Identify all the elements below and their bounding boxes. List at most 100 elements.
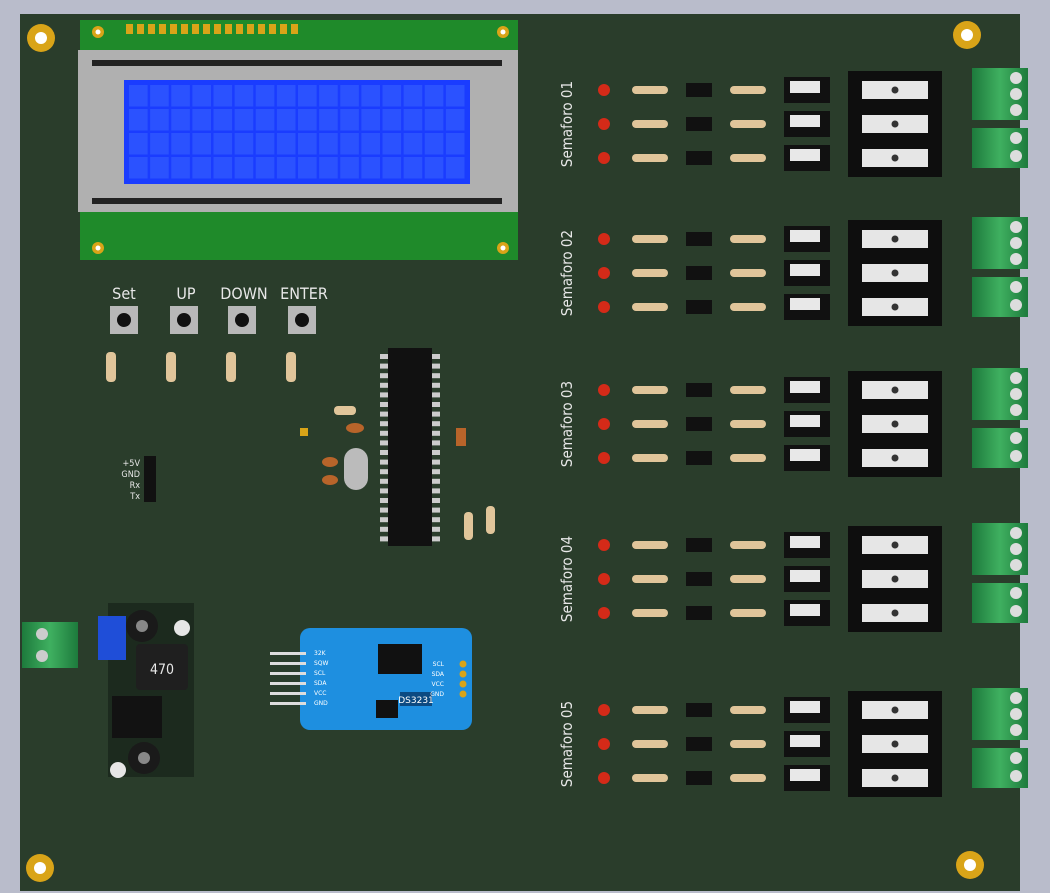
lcd-cell: [171, 157, 190, 179]
lcd-cell: [255, 157, 275, 179]
lcd-cell: [361, 133, 380, 155]
lcd-cell: [234, 85, 254, 107]
lcd-cell: [424, 157, 444, 179]
rtc-right-pin-label: VCC: [432, 681, 444, 688]
button-enter[interactable]: ENTER: [280, 284, 328, 334]
lcd-pin-header: [126, 24, 298, 34]
lcd-cell: [340, 133, 359, 155]
lcd-cell: [298, 133, 317, 155]
rtc-left-pin-label: SQW: [314, 660, 329, 667]
lcd-cell: [319, 109, 338, 131]
lcd-cell: [276, 109, 296, 131]
lcd-cell: [361, 109, 380, 131]
power-input-terminal: [22, 622, 78, 668]
lcd-module: [78, 20, 518, 260]
led-indicator: [598, 539, 610, 551]
semaforo-block: Semaforo 01: [558, 68, 1028, 177]
lcd-cell: [129, 157, 148, 179]
button-down[interactable]: DOWN: [220, 284, 268, 334]
lcd-cell: [192, 109, 211, 131]
rtc-left-pin-label: 32K: [314, 650, 327, 657]
lcd-cell: [403, 109, 423, 131]
lcd-cell: [298, 157, 317, 179]
lcd-cell: [129, 85, 148, 107]
button-resistors: [106, 352, 296, 382]
button-set[interactable]: Set: [110, 284, 138, 334]
lcd-cell: [255, 85, 275, 107]
mounting-hole-bottom-right: [956, 851, 984, 879]
dc-dc-regulator-module: 470: [98, 603, 194, 778]
semaforo-label: Semaforo 05: [558, 701, 576, 787]
mounting-hole-top-right: [953, 21, 981, 49]
header-pin-tx: Tx: [129, 492, 140, 502]
lcd-cell: [276, 133, 296, 155]
lcd-cell: [234, 133, 254, 155]
lcd-cell: [382, 157, 402, 179]
lcd-cell: [403, 85, 423, 107]
rtc-left-pin-label: VCC: [314, 690, 326, 697]
inductor-label: 470: [150, 662, 174, 678]
lcd-cell: [424, 109, 444, 131]
semaforo-section: Semaforo 01 Semaforo 02 Semaforo 03 Semafor…: [558, 68, 1028, 797]
lcd-cell: [445, 133, 465, 155]
button-set-label: Set: [112, 284, 136, 303]
lcd-cell: [129, 133, 148, 155]
rtc-chip-label-bg: [400, 692, 432, 706]
rtc-right-pin-label: GND: [430, 691, 444, 698]
lcd-cell: [276, 85, 296, 107]
rtc-right-pin-label: SDA: [432, 671, 445, 678]
semaforo-block: Semaforo 05: [558, 688, 1028, 797]
button-down-label: DOWN: [220, 284, 267, 303]
small-passives: [300, 406, 495, 540]
lcd-cell: [403, 157, 423, 179]
header-pin-5v: +5V: [123, 459, 141, 469]
rtc-left-pin-label: SCL: [314, 670, 326, 677]
lcd-cell: [129, 109, 148, 131]
microcontroller-dip40: [380, 348, 440, 546]
led-indicator: [598, 607, 610, 619]
lcd-cell: [319, 85, 338, 107]
rtc-right-pin-label: SCL: [433, 661, 445, 668]
lcd-cell: [213, 133, 233, 155]
button-up[interactable]: UP: [170, 284, 198, 334]
lcd-cell: [340, 157, 359, 179]
lcd-cell: [255, 109, 275, 131]
lcd-cell: [382, 109, 402, 131]
led-indicator: [598, 452, 610, 464]
lcd-cell: [213, 85, 233, 107]
header-pin-gnd: GND: [121, 470, 140, 480]
lcd-cell: [171, 85, 190, 107]
lcd-cell: [234, 157, 254, 179]
rtc-left-pin-label: SDA: [314, 680, 327, 687]
lcd-cell: [171, 109, 190, 131]
led-indicator: [598, 233, 610, 245]
lcd-cell: [150, 85, 169, 107]
serial-header: +5V GND Rx Tx: [121, 456, 156, 502]
lcd-cell: [213, 157, 233, 179]
lcd-cell: [424, 133, 444, 155]
lcd-cell: [445, 85, 465, 107]
lcd-cell: [150, 133, 169, 155]
lcd-cell: [150, 157, 169, 179]
semaforo-label: Semaforo 02: [558, 230, 576, 316]
lcd-cell: [403, 133, 423, 155]
lcd-cell: [192, 133, 211, 155]
led-indicator: [598, 704, 610, 716]
header-pin-rx: Rx: [130, 481, 141, 491]
button-enter-label: ENTER: [280, 284, 328, 303]
lcd-cell: [361, 85, 380, 107]
led-indicator: [598, 152, 610, 164]
lcd-cell: [319, 157, 338, 179]
lcd-cell: [424, 85, 444, 107]
lcd-cell: [382, 133, 402, 155]
semaforo-block: Semaforo 03: [558, 368, 1028, 477]
lcd-cell: [234, 109, 254, 131]
lcd-cell: [382, 85, 402, 107]
semaforo-block: Semaforo 02: [558, 217, 1028, 326]
mounting-hole-top-left: [27, 24, 55, 52]
semaforo-label: Semaforo 03: [558, 381, 576, 467]
lcd-cell: [445, 109, 465, 131]
led-indicator: [598, 418, 610, 430]
led-indicator: [598, 267, 610, 279]
